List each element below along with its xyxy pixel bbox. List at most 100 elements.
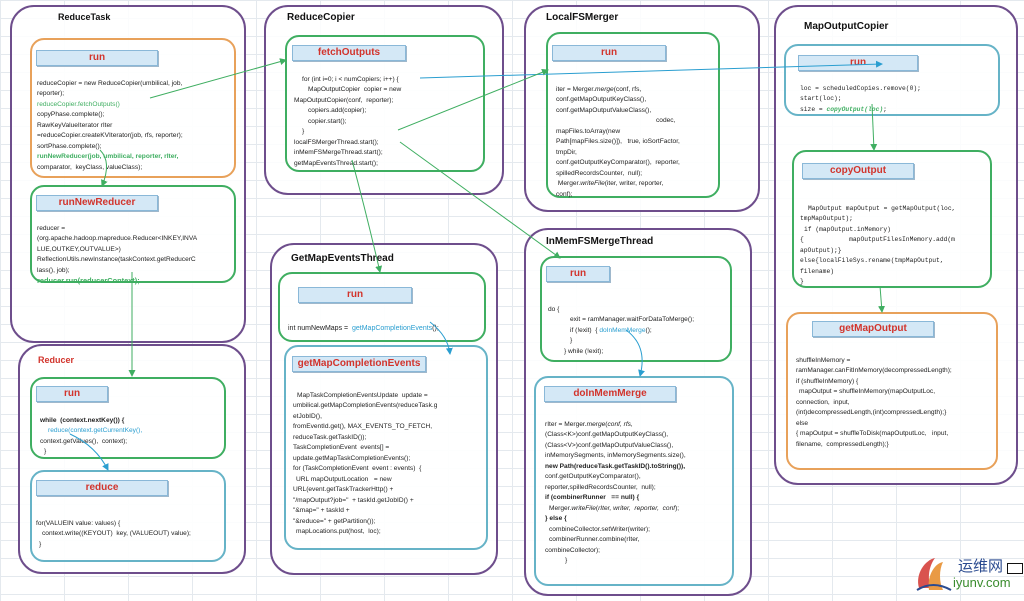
code-line: inMemFSMergeThread.start(); [294,149,383,156]
do-in-mem-merge-label: doInMemMerge [544,386,676,402]
code-line: URL mapOutputLocation = new [296,475,392,483]
code-line: ramManager.canFitInMemory(decompressedLe… [796,367,952,374]
code-line: update.getMapTaskCompletionEvents(); [293,454,411,462]
code-line: reduceTask.getTaskID()); [293,433,367,441]
run-new-reducer-label: runNewReducer [36,195,158,211]
code-line: else{localFileSys.rename(tmpMapOutput, [800,257,944,264]
imfm-run-label: run [546,266,610,282]
reducer-run-code: while (context.nextKey()) { reduce(conte… [40,405,142,458]
code-line: for(VALUEIN value: values) { [36,519,121,527]
code-line: } [570,337,573,344]
call-reduce: reduce(context.getCurrentKey(), [48,427,143,434]
get-map-output-label: getMapOutput [812,321,934,337]
code-line: ReflectionUtils.newInstance(taskContext.… [37,256,196,263]
get-map-output-box [786,312,998,470]
reduce-copier-title: ReduceCopier [287,12,355,23]
call-copy-output: copyOutput(loc) [826,105,884,113]
code-line: start(loc); [800,95,842,102]
call-reducer-run: reducer.run(reducerContext); [37,276,140,285]
code-line: etJobID(), [293,412,322,420]
code-line: conf.getMapOutputValueClass(), [556,106,652,114]
moc-run-label: run [798,55,918,71]
code-line: (Class<V>)conf.getMapOutputValueClass(), [545,441,674,449]
lfm-run-code: iter = Merger.merge(conf, rfs, conf.getM… [556,74,680,200]
reducer-title: Reducer [38,355,75,365]
code-line: reducer = [37,224,66,232]
code-line: "&map=" + taskId + [293,507,350,514]
copy-output-code: MapOutput mapOutput = getMapOutput(loc, … [800,193,955,288]
reduce-code: for(VALUEIN value: values) { context.wri… [36,508,191,550]
code-line: (org.apache.hadoop.mapreduce.Reducer<INK… [37,235,198,242]
code-line: umbilical.getMapCompletionEvents(reduceT… [293,402,438,409]
code-line: apOutput);} [800,246,842,254]
code-line: (Class<K>)conf.getMapOutputKeyClass(), [545,431,669,438]
code-line: "/mapOutput?job=" + taskId.getJobID() + [293,496,414,504]
get-map-completion-events-label: getMapCompletionEvents [292,356,426,372]
code-line: conf.getMapOutputKeyClass(), [556,96,647,103]
code-line: combinerRunner.combine(rIter, [549,536,640,543]
code-line: MapOutputCopier(conf, reporter); [294,96,394,104]
get-map-completion-events-box [284,345,488,550]
code-line: Merger.writeFile(rIter, writer, reporter… [549,504,680,512]
code-line: } [302,128,305,135]
call-fetch-outputs: reduceCopier.fetchOutputs() [37,100,120,108]
code-line: exit = ramManager.waitForDataToMerge(); [570,316,695,323]
call-run-new-reducer: runNewReducer(job, umbilical, reporter, … [37,153,179,160]
watermark-url: iyunv.com [953,575,1011,590]
code-line: codec, [656,117,676,124]
code-line: for (TaskCompletionEvent event : events)… [293,465,422,472]
code-line: int numNewMaps = getMapCompletionEvents(… [288,324,439,332]
code-line: tmpDir, [556,148,577,156]
code-line: copiers.add(copier); [308,107,367,114]
code-line: tmpMapOutput); [800,215,853,222]
code-line: TaskCompletionEvent events[] = [293,444,390,451]
code-line: inMemorySegments, inMemorySegments.size(… [545,452,686,459]
code-line: conf.getOutputKeyComparator(), reporter, [556,159,680,166]
code-line: conf); [556,190,573,198]
code-line: comparator, keyClass, valueClass); [37,163,143,171]
code-line: } [44,448,47,455]
code-line: combineCollector.setWriter(writer); [549,525,651,533]
do-in-mem-merge-box [534,376,734,586]
code-line: copyPhase.complete(); [37,111,105,118]
moc-run-code: loc = scheduledCopies.remove(0); start(l… [800,73,921,115]
code-line: { mapOutputFilesInMemory.add(m [800,236,955,243]
code-line: else [796,419,809,427]
copy-output-label: copyOutput [802,163,914,179]
code-line: if (combinerRunner == null) { [545,494,640,501]
code-line: } [39,540,42,548]
in-mem-fs-merge-thread-title: InMemFSMergeThread [546,236,654,247]
call-get-map-completion-events: getMapCompletionEvents [352,324,433,332]
code-line: shuffleInMemory = [796,356,851,364]
code-line: filename, compressedLength);} [796,440,889,448]
code-line: LUE,OUTKEY,OUTVALUE>) [37,245,121,253]
reduce-task-run-label: run [36,50,158,66]
code-line: } [565,557,568,564]
code-line: Merger.writeFile(iter, writer, reporter, [556,180,664,187]
gme-run-code: int numNewMaps = getMapCompletionEvents(… [288,313,439,334]
code-line: URL(event.getTaskTrackerHttp() + [293,486,394,493]
reduce-task-run-code: reduceCopier = new ReduceCopier(umbilica… [37,68,183,173]
code-line: } [800,278,804,285]
fetch-outputs-code: for (int i=0; i < numCopiers; i++) { Map… [294,64,401,169]
code-line: combineCollector); [545,546,600,554]
call-do-in-mem-merge: doInMemMerge [599,326,646,334]
imfm-run-code: do { exit = ramManager.waitForDataToMerg… [548,294,694,357]
code-line: sortPhase.complete(); [37,142,102,150]
code-line: size = copyOutput(loc); [800,105,887,113]
code-line: iter = Merger.merge(conf, rfs, [556,85,642,93]
code-line: reporter); [37,90,65,97]
code-line: } else { [545,515,567,522]
code-line: context.getValues(), context); [40,437,128,445]
code-line: do { [548,305,560,313]
get-map-output-code: shuffleInMemory = ramManager.canFitInMem… [796,345,952,450]
code-line: reduceCopier = new ReduceCopier(umbilica… [37,79,183,87]
code-line: mapFiles.toArray(new [556,127,621,135]
code-line: if (shuffleInMemory) { [796,377,859,385]
fetch-outputs-label: fetchOutputs [292,45,406,61]
code-line: if (!exit) { doInMemMerge(); [570,326,652,334]
code-line: new Path(reduceTask.getTaskID().toString… [545,462,686,470]
code-line: MapOutputCopier copier = new [308,86,402,93]
gme-run-label: run [298,287,412,303]
gme-run-box [278,272,486,342]
